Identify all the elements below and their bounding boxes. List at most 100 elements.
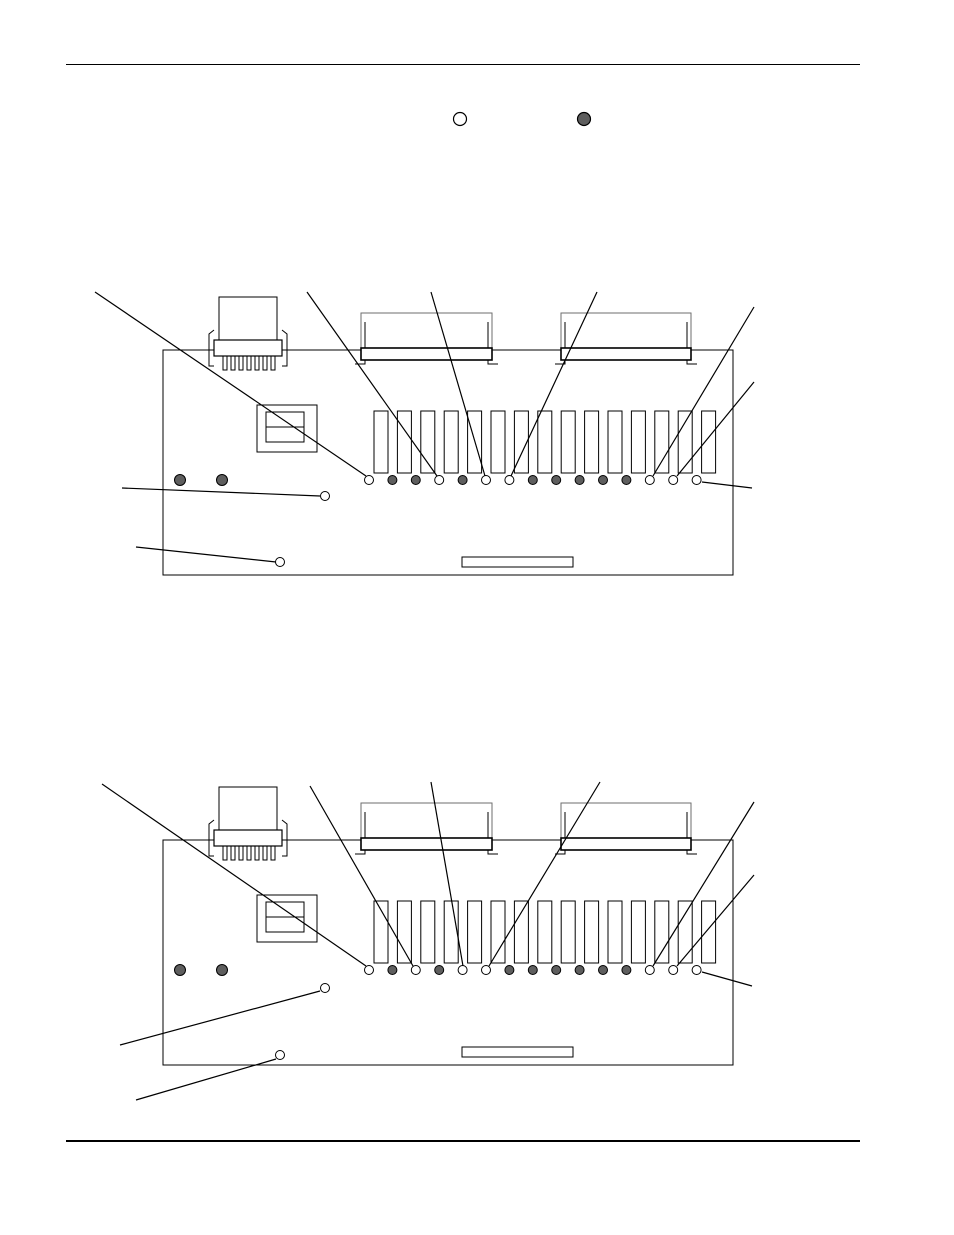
card-slot [630, 900, 646, 964]
led-off-icon [691, 475, 702, 485]
top-rule [66, 64, 860, 65]
leader-line [652, 306, 755, 477]
card-slot [513, 900, 529, 964]
led-off-icon [504, 475, 515, 485]
led-off-icon [434, 475, 445, 485]
led-legend [452, 111, 592, 127]
card-slot [537, 900, 553, 964]
circuit-board-diagram-2 [101, 781, 755, 1101]
leader-line [430, 291, 486, 477]
card-slot [396, 900, 412, 964]
ribbon-connector-header [560, 837, 692, 851]
ribbon-connector-foot [686, 850, 697, 855]
power-connector-left-latch [208, 819, 215, 857]
led-on-icon [216, 964, 228, 976]
led-on-icon [598, 475, 608, 485]
ribbon-connector-outline [360, 312, 493, 351]
open-circle-icon [452, 111, 468, 127]
ribbon-connector-outline [360, 802, 493, 841]
led-on-icon [551, 475, 562, 485]
card-slot [373, 410, 389, 474]
card-slot [420, 900, 436, 964]
power-connector-pin [254, 846, 260, 861]
card-slot [630, 410, 646, 474]
power-connector-pin [270, 846, 276, 861]
card-slot [513, 410, 529, 474]
led-off-icon [668, 965, 679, 975]
led-on-icon [527, 475, 538, 485]
power-connector-pin [238, 356, 244, 371]
leader-line [510, 291, 598, 477]
card-slot [443, 410, 459, 474]
ribbon-connector-foot [355, 850, 366, 855]
leader-line [135, 546, 277, 563]
led-off-icon [275, 557, 285, 567]
led-off-icon [410, 965, 421, 975]
card-slot [537, 410, 553, 474]
card-slot [560, 900, 576, 964]
power-connector-pin [262, 846, 268, 861]
edge-connector [461, 1046, 574, 1058]
circuit-board-diagram-1 [94, 291, 755, 576]
dip-switch-frame [256, 894, 318, 943]
led-on-icon [434, 965, 445, 975]
card-slot [443, 900, 459, 964]
power-connector-pin [262, 356, 268, 371]
power-connector-pin [270, 356, 276, 371]
card-slot [560, 410, 576, 474]
led-off-icon [481, 965, 491, 975]
power-connector-pin [238, 846, 244, 861]
led-on-icon [387, 475, 398, 485]
bottom-rule [66, 1140, 860, 1142]
card-slot [654, 900, 670, 964]
power-connector-pin [222, 846, 228, 861]
led-on-icon [216, 474, 228, 486]
led-off-icon [481, 475, 491, 485]
card-slot [654, 410, 670, 474]
led-off-icon [644, 475, 655, 485]
leader-line [701, 481, 753, 489]
led-off-icon [364, 475, 374, 485]
ribbon-connector-header [560, 347, 692, 361]
led-on-icon [174, 964, 186, 976]
leader-line [309, 785, 414, 967]
card-slot [701, 410, 717, 474]
power-connector-right-latch [281, 819, 288, 857]
board-group [94, 291, 755, 576]
card-slot [467, 900, 483, 964]
card-slot [584, 900, 600, 964]
ribbon-connector-foot [555, 850, 566, 855]
leader-line [488, 781, 601, 967]
led-off-icon [320, 491, 330, 501]
leader-line [652, 801, 755, 967]
ribbon-connector-outline [560, 312, 692, 351]
power-connector-pin [246, 846, 252, 861]
power-connector-base [213, 829, 283, 847]
leader-line [135, 1058, 277, 1101]
led-on-icon [527, 965, 538, 975]
led-on-icon [387, 965, 398, 975]
power-connector-body [218, 786, 278, 832]
led-off-icon [691, 965, 702, 975]
card-slot [396, 410, 412, 474]
card-slot [490, 410, 506, 474]
edge-connector [461, 556, 574, 568]
card-slot [701, 900, 717, 964]
leader-line [676, 381, 755, 477]
power-connector-pin [230, 356, 236, 371]
led-on-icon [551, 965, 562, 975]
led-on-icon [457, 475, 468, 485]
led-off-icon [275, 1050, 285, 1060]
board-group [101, 781, 755, 1101]
card-slot [607, 410, 623, 474]
ribbon-connector-outline [560, 802, 692, 841]
led-off-icon [457, 965, 468, 975]
card-slot [584, 410, 600, 474]
ribbon-connector-header [360, 347, 493, 361]
power-connector-base [213, 339, 283, 357]
ribbon-connector-foot [686, 360, 697, 365]
card-slot [677, 900, 693, 964]
led-on-icon [574, 965, 585, 975]
power-connector-pin [246, 356, 252, 371]
led-on-icon [504, 965, 515, 975]
